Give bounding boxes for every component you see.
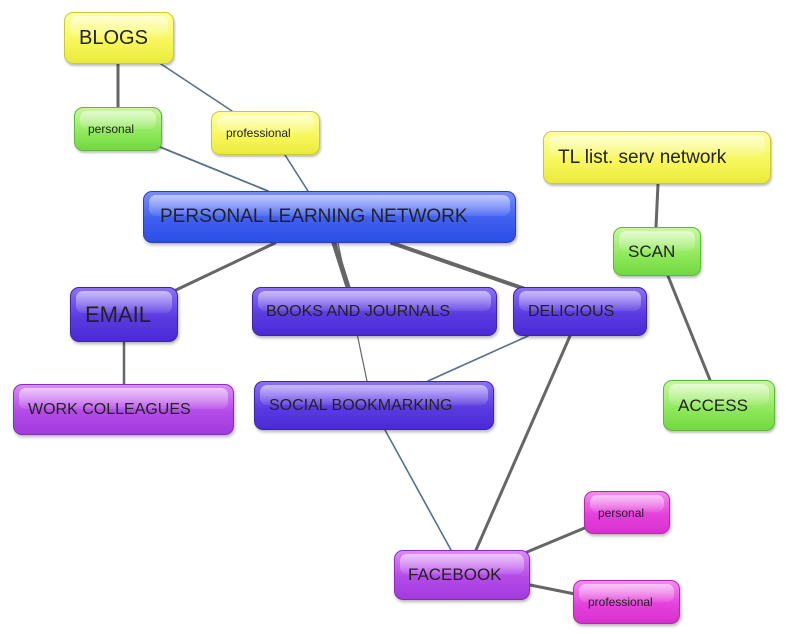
connector-delicious-social bbox=[427, 335, 529, 382]
node-facebook-personal[interactable]: personal bbox=[584, 491, 670, 534]
node-work-colleagues[interactable]: WORK COLLEAGUES bbox=[13, 384, 234, 435]
node-email[interactable]: EMAIL bbox=[70, 287, 178, 342]
node-social-bookmarking-label: SOCIAL BOOKMARKING bbox=[269, 396, 453, 414]
connector-social-facebook bbox=[384, 429, 452, 551]
connector-pln-email bbox=[174, 241, 277, 292]
node-facebook-label: FACEBOOK bbox=[408, 565, 502, 584]
node-scan[interactable]: SCAN bbox=[613, 227, 701, 276]
connector-blogs_professional-pln bbox=[284, 154, 309, 192]
node-personal-learning-network[interactable]: PERSONAL LEARNING NETWORK bbox=[143, 191, 516, 243]
connector-scan-access bbox=[666, 274, 712, 382]
node-facebook[interactable]: FACEBOOK bbox=[394, 550, 530, 600]
node-facebook-personal-label: personal bbox=[598, 505, 645, 520]
node-facebook-professional-label: professional bbox=[588, 595, 653, 609]
node-tl-list-serv-network[interactable]: TL list. serv network bbox=[543, 131, 771, 184]
node-tl-list-serv-network-label: TL list. serv network bbox=[558, 146, 727, 168]
connector-blogs_personal-pln bbox=[159, 146, 269, 192]
connector-tl_list-scan bbox=[654, 182, 660, 229]
node-work-colleagues-label: WORK COLLEAGUES bbox=[28, 400, 191, 418]
node-blogs-professional[interactable]: professional bbox=[211, 111, 320, 155]
connector-delicious-facebook bbox=[474, 334, 572, 552]
node-blogs-personal-label: personal bbox=[88, 122, 135, 136]
connector-blogs-blogs_professional bbox=[157, 61, 233, 112]
node-social-bookmarking[interactable]: SOCIAL BOOKMARKING bbox=[254, 381, 494, 430]
node-books-and-journals-label: BOOKS AND JOURNALS bbox=[266, 302, 451, 320]
connector-pln-delicious bbox=[390, 241, 527, 291]
node-delicious-label: DELICIOUS bbox=[528, 302, 615, 320]
node-delicious[interactable]: DELICIOUS bbox=[513, 287, 647, 336]
node-books-and-journals[interactable]: BOOKS AND JOURNALS bbox=[252, 287, 497, 336]
node-access-label: ACCESS bbox=[678, 395, 748, 415]
node-scan-label: SCAN bbox=[628, 241, 676, 261]
node-facebook-professional[interactable]: professional bbox=[573, 580, 680, 624]
node-email-label: EMAIL bbox=[85, 301, 152, 327]
node-blogs[interactable]: BLOGS bbox=[64, 12, 174, 64]
node-access[interactable]: ACCESS bbox=[663, 380, 775, 431]
node-blogs-professional-label: professional bbox=[226, 126, 291, 140]
connector-facebook-fb_personal bbox=[525, 525, 589, 554]
node-blogs-personal[interactable]: personal bbox=[74, 107, 162, 151]
node-personal-learning-network-label: PERSONAL LEARNING NETWORK bbox=[160, 206, 468, 227]
node-blogs-label: BLOGS bbox=[79, 26, 148, 49]
connector-facebook-fb_professional bbox=[528, 583, 577, 596]
